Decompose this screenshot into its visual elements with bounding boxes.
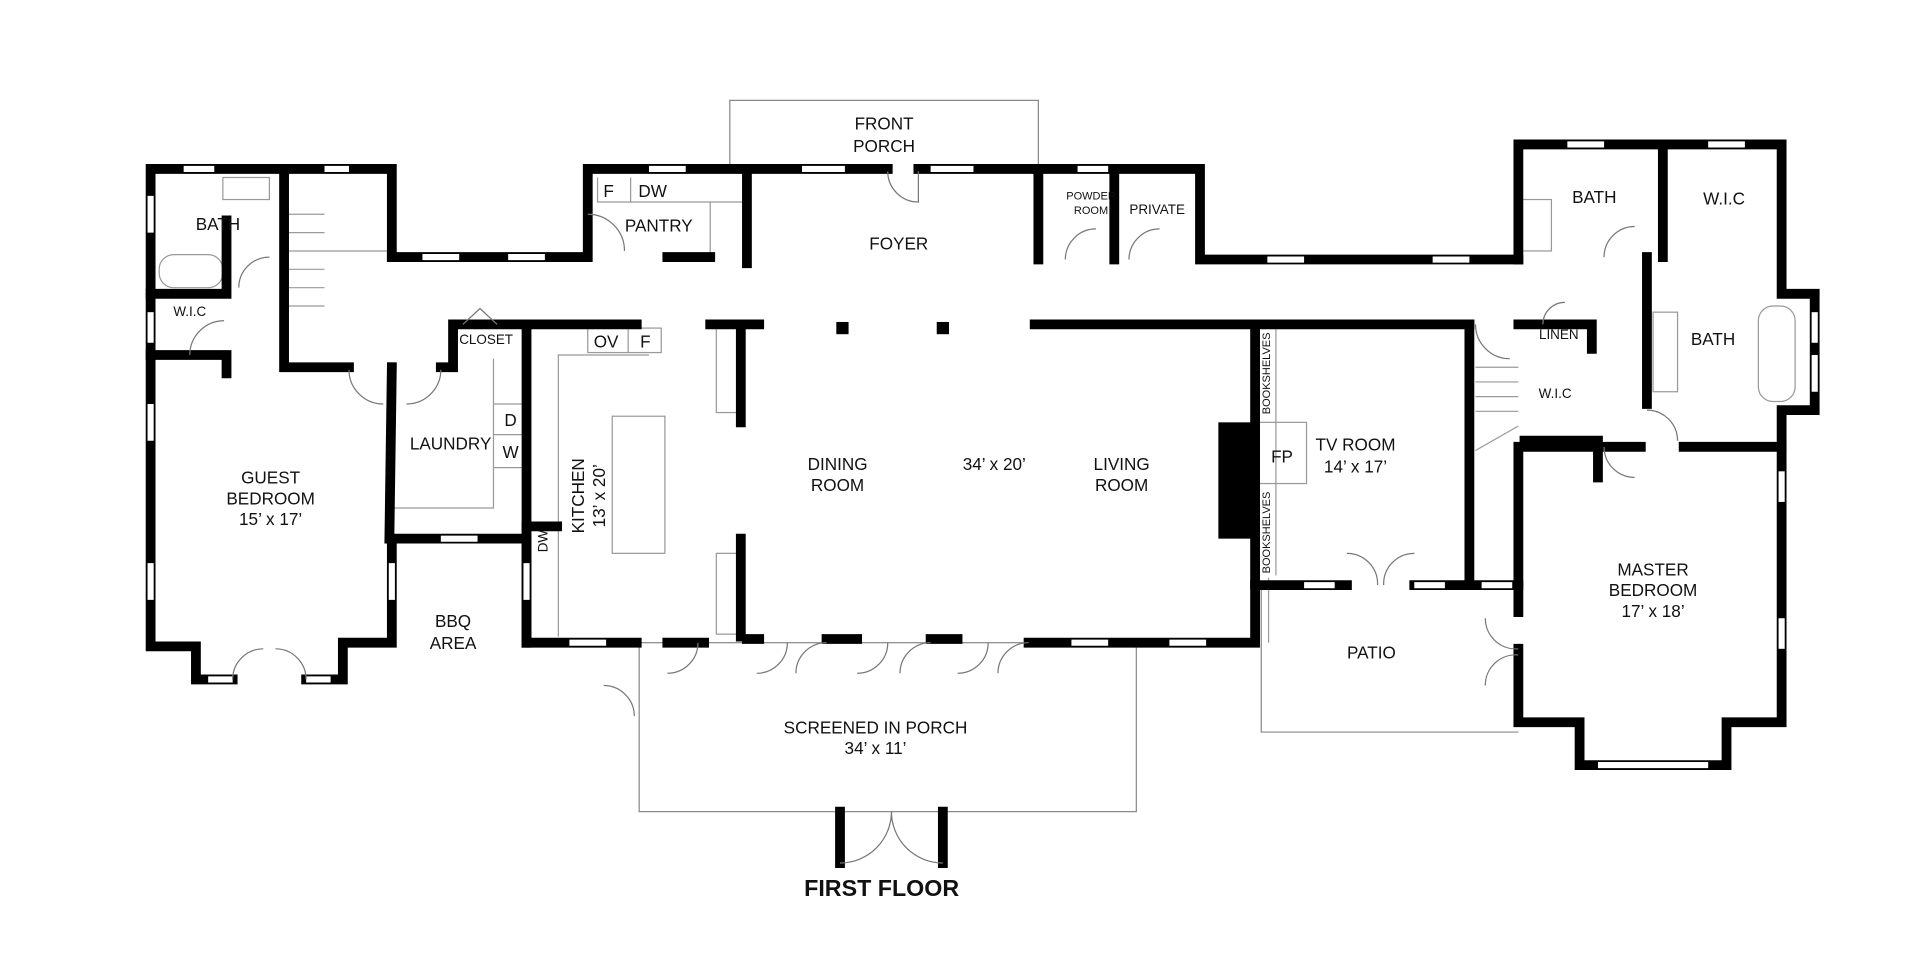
label-master-bedroom-size: 17’ x 18’ bbox=[1621, 601, 1684, 621]
label-foyer: FOYER bbox=[869, 234, 928, 254]
label-guest-bedroom-size: 15’ x 17’ bbox=[239, 509, 302, 529]
walls bbox=[145, 139, 1820, 868]
label-tv-room: TV ROOM bbox=[1316, 435, 1396, 455]
label-kitchen-size: 13’ x 20’ bbox=[589, 464, 609, 527]
label-master-bedroom: MASTER bbox=[1617, 559, 1688, 579]
label-bbq: AREA bbox=[430, 633, 477, 653]
label-pantry-dw: DW bbox=[638, 181, 667, 201]
label-kitchen-f: F bbox=[640, 332, 650, 352]
label-powder-room: POWDER bbox=[1066, 191, 1116, 203]
room-labels: FRONT PORCH FOYER PANTRY F DW POWDER ROO… bbox=[173, 114, 1745, 901]
label-master-wic: W.I.C bbox=[1703, 188, 1745, 208]
doors bbox=[189, 171, 1679, 864]
label-bbq: BBQ bbox=[435, 611, 471, 631]
label-pantry-f: F bbox=[603, 181, 613, 201]
label-guest-bedroom: GUEST bbox=[241, 468, 301, 488]
label-master-bedroom: BEDROOM bbox=[1609, 580, 1698, 600]
label-screened-porch-size: 34’ x 11’ bbox=[845, 738, 907, 758]
thin-outlines bbox=[158, 99, 1796, 813]
floor-title: FIRST FLOOR bbox=[804, 875, 959, 901]
label-front-porch: FRONT bbox=[855, 114, 915, 134]
label-dining: DINING bbox=[808, 454, 868, 474]
stair-treads bbox=[285, 213, 1519, 412]
label-kitchen-ov: OV bbox=[594, 332, 619, 352]
column bbox=[936, 321, 949, 335]
label-kitchen: KITCHEN bbox=[568, 458, 588, 533]
fireplace bbox=[1218, 422, 1256, 539]
label-great-room-size: 34’ x 20’ bbox=[963, 454, 1026, 474]
label-master-wic: W.I.C bbox=[1539, 386, 1572, 401]
label-fp: FP bbox=[1271, 447, 1293, 467]
label-closet: CLOSET bbox=[459, 332, 513, 347]
label-patio: PATIO bbox=[1347, 643, 1396, 663]
column bbox=[836, 321, 849, 335]
label-living: LIVING bbox=[1094, 454, 1150, 474]
label-guest-bedroom: BEDROOM bbox=[226, 488, 315, 508]
windows bbox=[147, 141, 1818, 769]
label-bookshelves: BOOKSHELVES bbox=[1261, 333, 1273, 415]
label-guest-bath: BATH bbox=[196, 214, 240, 234]
label-kitchen-dw: DW bbox=[535, 530, 550, 553]
label-bookshelves: BOOKSHELVES bbox=[1261, 492, 1273, 574]
label-living: ROOM bbox=[1095, 475, 1148, 495]
label-laundry-w: W bbox=[503, 442, 520, 462]
label-powder-room: ROOM bbox=[1074, 205, 1108, 217]
label-dining: ROOM bbox=[811, 475, 864, 495]
label-front-porch: PORCH bbox=[853, 136, 915, 156]
label-tv-room-size: 14’ x 17’ bbox=[1324, 457, 1387, 477]
label-pantry: PANTRY bbox=[625, 215, 693, 235]
label-master-bath: BATH bbox=[1572, 187, 1616, 207]
label-screened-porch: SCREENED IN PORCH bbox=[784, 717, 968, 737]
label-private: PRIVATE bbox=[1129, 202, 1185, 217]
label-master-bath: BATH bbox=[1691, 329, 1735, 349]
label-laundry: LAUNDRY bbox=[410, 433, 492, 453]
label-laundry-d: D bbox=[504, 410, 516, 430]
label-guest-wic: W.I.C bbox=[173, 304, 206, 319]
label-linen: LINEN bbox=[1539, 327, 1579, 342]
